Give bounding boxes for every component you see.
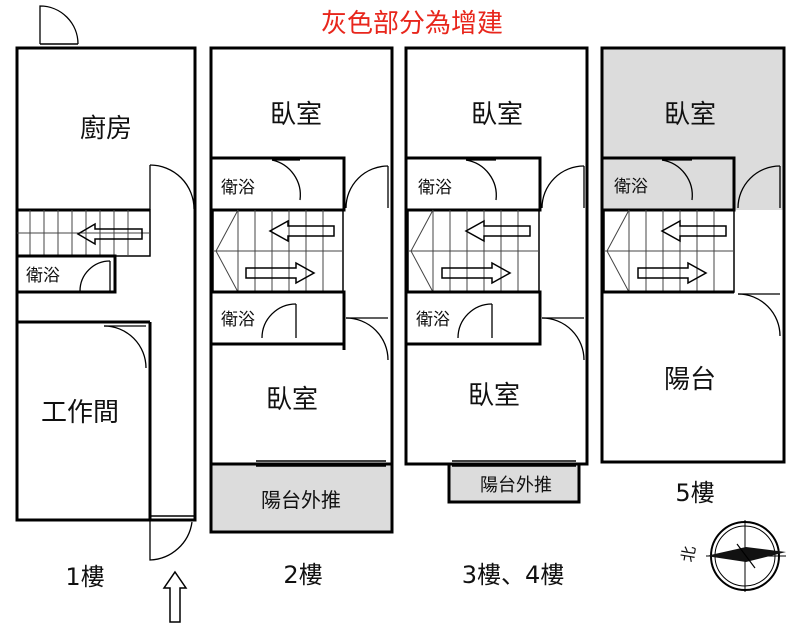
floor34-bath-top-door-icon bbox=[465, 159, 497, 201]
floor5-bath-door-icon bbox=[661, 159, 693, 201]
plan-title: 灰色部分為增建 bbox=[321, 9, 503, 39]
floor2-balcony-ext-label: 陽台外推 bbox=[261, 488, 341, 512]
stairs-floor34-icon bbox=[407, 209, 540, 293]
floor5-bedroom-door-icon bbox=[737, 165, 781, 209]
floor34-bath-bottom-label: 衛浴 bbox=[416, 310, 450, 330]
floor-3-4-plan: 衛浴 衛浴 bbox=[404, 46, 589, 589]
floor34-bedroom-bottom-label: 臥室 bbox=[468, 381, 520, 411]
floor34-bedroom-bottom-door-icon bbox=[541, 317, 585, 361]
floor34-bedroom-top-door-icon bbox=[541, 165, 585, 209]
compass-north-label: 北 bbox=[678, 545, 699, 564]
floor-5-label: 5樓 bbox=[675, 479, 714, 507]
studio-label: 工作間 bbox=[41, 398, 119, 428]
stairs-floor1-icon bbox=[16, 209, 151, 257]
stairs-floor5-icon bbox=[603, 209, 735, 293]
floor-3-4-label: 3樓、4樓 bbox=[462, 561, 565, 589]
floor5-bedroom-label: 臥室 bbox=[664, 100, 716, 130]
floor2-balcony-ext-area bbox=[209, 462, 394, 534]
floor34-bath-bottom-door-icon bbox=[457, 303, 493, 339]
floor1-bath-label: 衛浴 bbox=[26, 266, 60, 286]
floor2-bath-bottom-label: 衛浴 bbox=[221, 310, 255, 330]
floor2-bath-top-label: 衛浴 bbox=[221, 178, 255, 198]
floor2-bedroom-bottom-label: 臥室 bbox=[266, 385, 318, 415]
floor-2-label: 2樓 bbox=[283, 561, 322, 589]
floor-2-plan: 衛浴 衛浴 bbox=[209, 46, 394, 589]
floor2-bath-top-door-icon bbox=[271, 159, 301, 201]
floor2-bedroom-bottom-door-icon bbox=[345, 317, 389, 361]
stairs-floor2-icon bbox=[212, 209, 344, 293]
floor34-balcony-ext-area bbox=[447, 462, 581, 504]
floor1-bath-door-icon bbox=[79, 260, 111, 292]
floor5-bath-label: 衛浴 bbox=[614, 177, 648, 197]
floor34-bedroom-top-label: 臥室 bbox=[471, 100, 523, 130]
floor2-bedroom-top-door-icon bbox=[345, 165, 389, 209]
floor2-bath-bottom-door-icon bbox=[261, 303, 297, 339]
floor5-addition-area bbox=[602, 48, 784, 210]
floor5-balcony-door-icon bbox=[737, 293, 781, 337]
entrance-door-icon bbox=[149, 515, 194, 561]
entrance-arrow-icon bbox=[162, 570, 188, 623]
floor-1-label: 1樓 bbox=[65, 563, 104, 591]
compass-icon: 北 bbox=[678, 520, 786, 592]
studio-door-icon bbox=[103, 325, 147, 369]
floor5-balcony-label: 陽台 bbox=[664, 365, 716, 395]
top-door-icon bbox=[39, 5, 80, 49]
floor-5-plan: 衛浴 臥室 陽台 5樓 bbox=[600, 46, 786, 507]
kitchen-door-icon bbox=[149, 164, 195, 210]
kitchen-label: 廚房 bbox=[80, 114, 132, 144]
floor34-bath-top-label: 衛浴 bbox=[418, 178, 452, 198]
floor-1-plan: 衛浴 廚房 工作間 1樓 bbox=[15, 5, 197, 623]
floor34-balcony-ext-label: 陽台外推 bbox=[480, 475, 552, 496]
floor2-bedroom-top-label: 臥室 bbox=[270, 100, 322, 130]
